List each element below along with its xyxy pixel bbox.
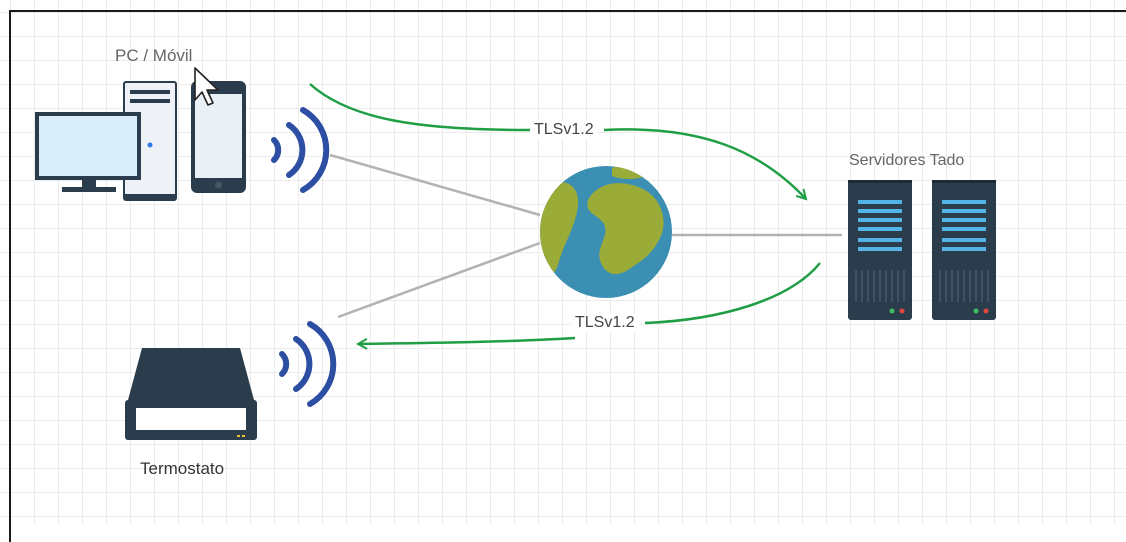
smartphone-icon [191, 81, 246, 193]
diagram-graphics [35, 67, 996, 440]
wifi-signal-icon [279, 321, 337, 407]
server-icon [932, 180, 996, 320]
diagram-canvas: PC / Móvil Servidores Tado Termostato TL… [0, 0, 1126, 524]
globe-icon [540, 166, 672, 298]
secure-link-outgoing [309, 83, 806, 199]
desktop-computer-icon [35, 81, 177, 201]
incoming-protocol-label: TLSv1.2 [571, 314, 639, 332]
thermostat-icon [125, 348, 257, 440]
wifi-signal-icon [271, 107, 330, 193]
outgoing-protocol-label: TLSv1.2 [530, 121, 598, 139]
server-icon [848, 180, 912, 320]
mouse-cursor-icon [194, 67, 219, 106]
link-thermostat-internet [337, 241, 541, 319]
thermostat-label: Termostato [140, 459, 225, 478]
servers-label: Servidores Tado [849, 152, 965, 169]
pc-mobile-label: PC / Móvil [115, 46, 193, 65]
secure-link-incoming [358, 262, 821, 344]
link-pc-internet [329, 153, 541, 217]
